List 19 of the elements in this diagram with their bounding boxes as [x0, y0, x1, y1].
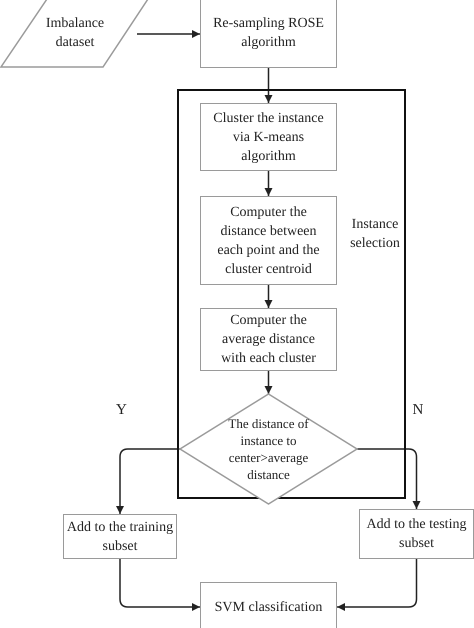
arrow: [264, 171, 272, 196]
arrow: [337, 559, 418, 611]
process-box: Add to the testing subset: [359, 509, 474, 559]
arrow: [264, 68, 272, 103]
arrow: [264, 371, 272, 394]
group-label: Instance selection: [349, 216, 401, 253]
arrow: [137, 30, 200, 38]
process-box: Computer the distance between each point and the cluster centroid: [200, 196, 337, 285]
input-parallelogram: Imbalance dataset: [0, 0, 150, 68]
arrow: [116, 448, 180, 514]
arrow: [119, 559, 200, 611]
process-box: Re-sampling ROSE algorithm: [200, 0, 337, 68]
arrow: [264, 285, 272, 308]
process-box: Computer the average distance with each cluster: [200, 308, 337, 371]
process-box: Add to the training subset: [63, 514, 177, 559]
arrow: [357, 448, 420, 509]
process-box: Cluster the instance via K-means algorithm: [200, 103, 337, 171]
process-box: SVM classification: [200, 582, 337, 628]
decision-diamond: The distance of instance to center>average distance: [180, 394, 357, 504]
